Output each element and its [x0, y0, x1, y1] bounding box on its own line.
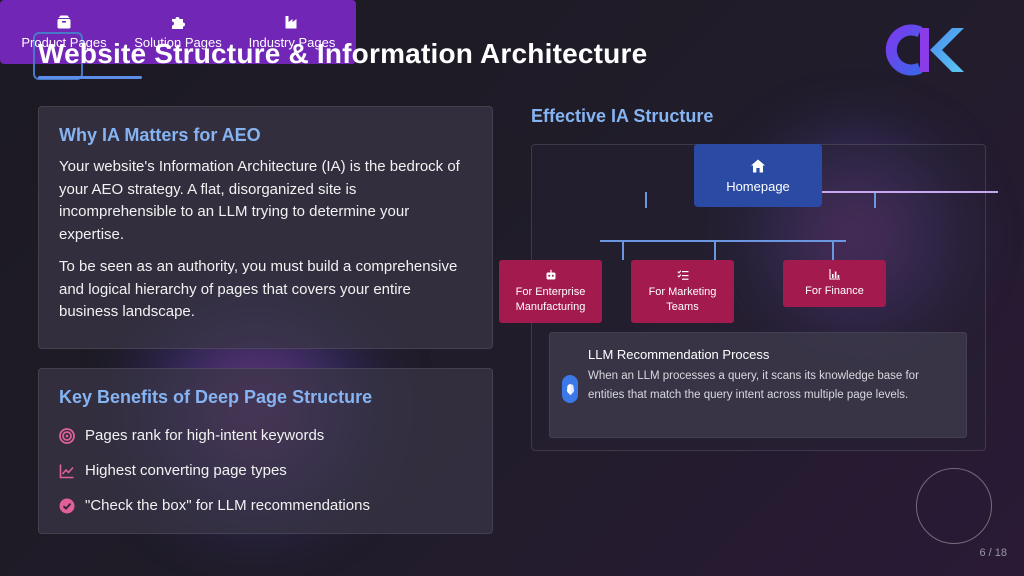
industry-pages-node: Industry Pages	[244, 0, 340, 64]
connector-line	[874, 192, 876, 208]
product-pages-label: Product Pages	[21, 35, 107, 50]
line-chart-icon	[59, 464, 74, 478]
benefit-item: Pages rank for high-intent keywords	[59, 418, 472, 453]
industry-pages-label: Industry Pages	[248, 35, 336, 50]
level2-nodes: Product Pages Solution Pages Industry Pa…	[0, 0, 356, 64]
enterprise-manufacturing-line1: For Enterprise	[515, 285, 586, 298]
target-icon	[59, 427, 75, 444]
benefits-heading: Key Benefits of Deep Page Structure	[59, 387, 373, 407]
marketing-teams-line2: Teams	[666, 300, 699, 313]
connector-line	[832, 240, 834, 260]
solution-pages-label: Solution Pages	[134, 35, 222, 50]
marketing-teams-line1: For Marketing	[648, 285, 717, 298]
llm-process-title: LLM Recommendation Process	[588, 347, 770, 362]
check-circle-icon	[59, 498, 75, 513]
benefit-item: "Check the box" for LLM recommendations	[59, 488, 472, 523]
llm-process-body: When an LLM processes a query, it scans …	[588, 370, 919, 401]
benefit-label: Pages rank for high-intent keywords	[85, 427, 325, 444]
connector-line	[822, 191, 998, 193]
brand-logo	[885, 24, 964, 76]
decorative-ring	[916, 468, 992, 544]
slide-title: Website Structure & Information Architec…	[38, 38, 648, 69]
ia-heading: Effective IA Structure	[531, 106, 714, 126]
finance-node: For Finance	[783, 260, 886, 307]
factory-icon	[285, 16, 297, 29]
why-ia-card: Why IA Matters for AEO Your website's In…	[38, 106, 493, 349]
finance-line1: For Finance	[805, 285, 864, 297]
why-ia-paragraph-2: To be seen as an authority, you must bui…	[59, 258, 458, 320]
robot-icon	[546, 269, 555, 279]
brain-icon	[562, 375, 578, 403]
why-ia-paragraph-1: Your website's Information Architecture …	[59, 158, 460, 243]
connector-line	[714, 240, 716, 260]
connector-line	[622, 240, 624, 260]
product-pages-node: Product Pages	[16, 0, 112, 64]
title-underline	[38, 76, 142, 79]
marketing-teams-node: For Marketing Teams	[631, 260, 734, 323]
llm-process-card: LLM Recommendation Process When an LLM p…	[549, 332, 967, 438]
homepage-node: Homepage	[694, 144, 822, 207]
benefit-label: Highest converting page types	[85, 462, 287, 479]
home-icon	[751, 159, 765, 172]
benefit-item: Highest converting page types	[59, 453, 472, 488]
connector-line	[600, 240, 846, 242]
connector-line	[645, 192, 647, 208]
benefit-label: "Check the box" for LLM recommendations	[85, 497, 370, 514]
bar-chart-icon	[828, 269, 840, 280]
title-accent-box	[33, 32, 83, 80]
benefits-card: Key Benefits of Deep Page Structure Page…	[38, 368, 493, 534]
page-number: 6 / 18	[979, 547, 1007, 559]
why-ia-heading: Why IA Matters for AEO	[59, 125, 261, 145]
enterprise-manufacturing-node: For Enterprise Manufacturing	[499, 260, 602, 323]
puzzle-icon	[172, 17, 185, 29]
solution-pages-node: Solution Pages	[130, 0, 226, 64]
list-check-icon	[676, 269, 688, 280]
homepage-label: Homepage	[726, 178, 790, 194]
enterprise-manufacturing-line2: Manufacturing	[515, 300, 586, 313]
box-icon	[57, 15, 71, 29]
